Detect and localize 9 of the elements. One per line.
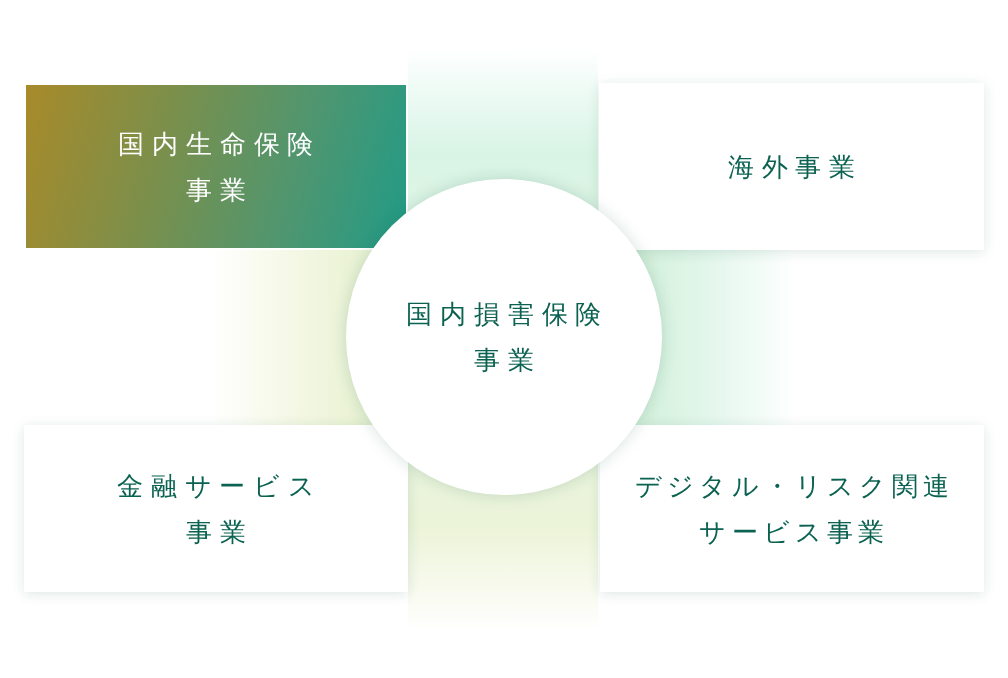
business-box	[600, 425, 984, 592]
node-label: 金融サービス事業	[116, 469, 324, 549]
node-label: 海外事業	[726, 150, 863, 184]
node-label: デジタル・リスク関連サービス事業	[634, 469, 956, 549]
node-label: 国内損害保険事業	[405, 298, 611, 377]
business-box	[24, 425, 408, 592]
business-box	[599, 83, 984, 250]
node-label: 国内生命保険事業	[117, 127, 323, 207]
business-box	[26, 85, 406, 248]
